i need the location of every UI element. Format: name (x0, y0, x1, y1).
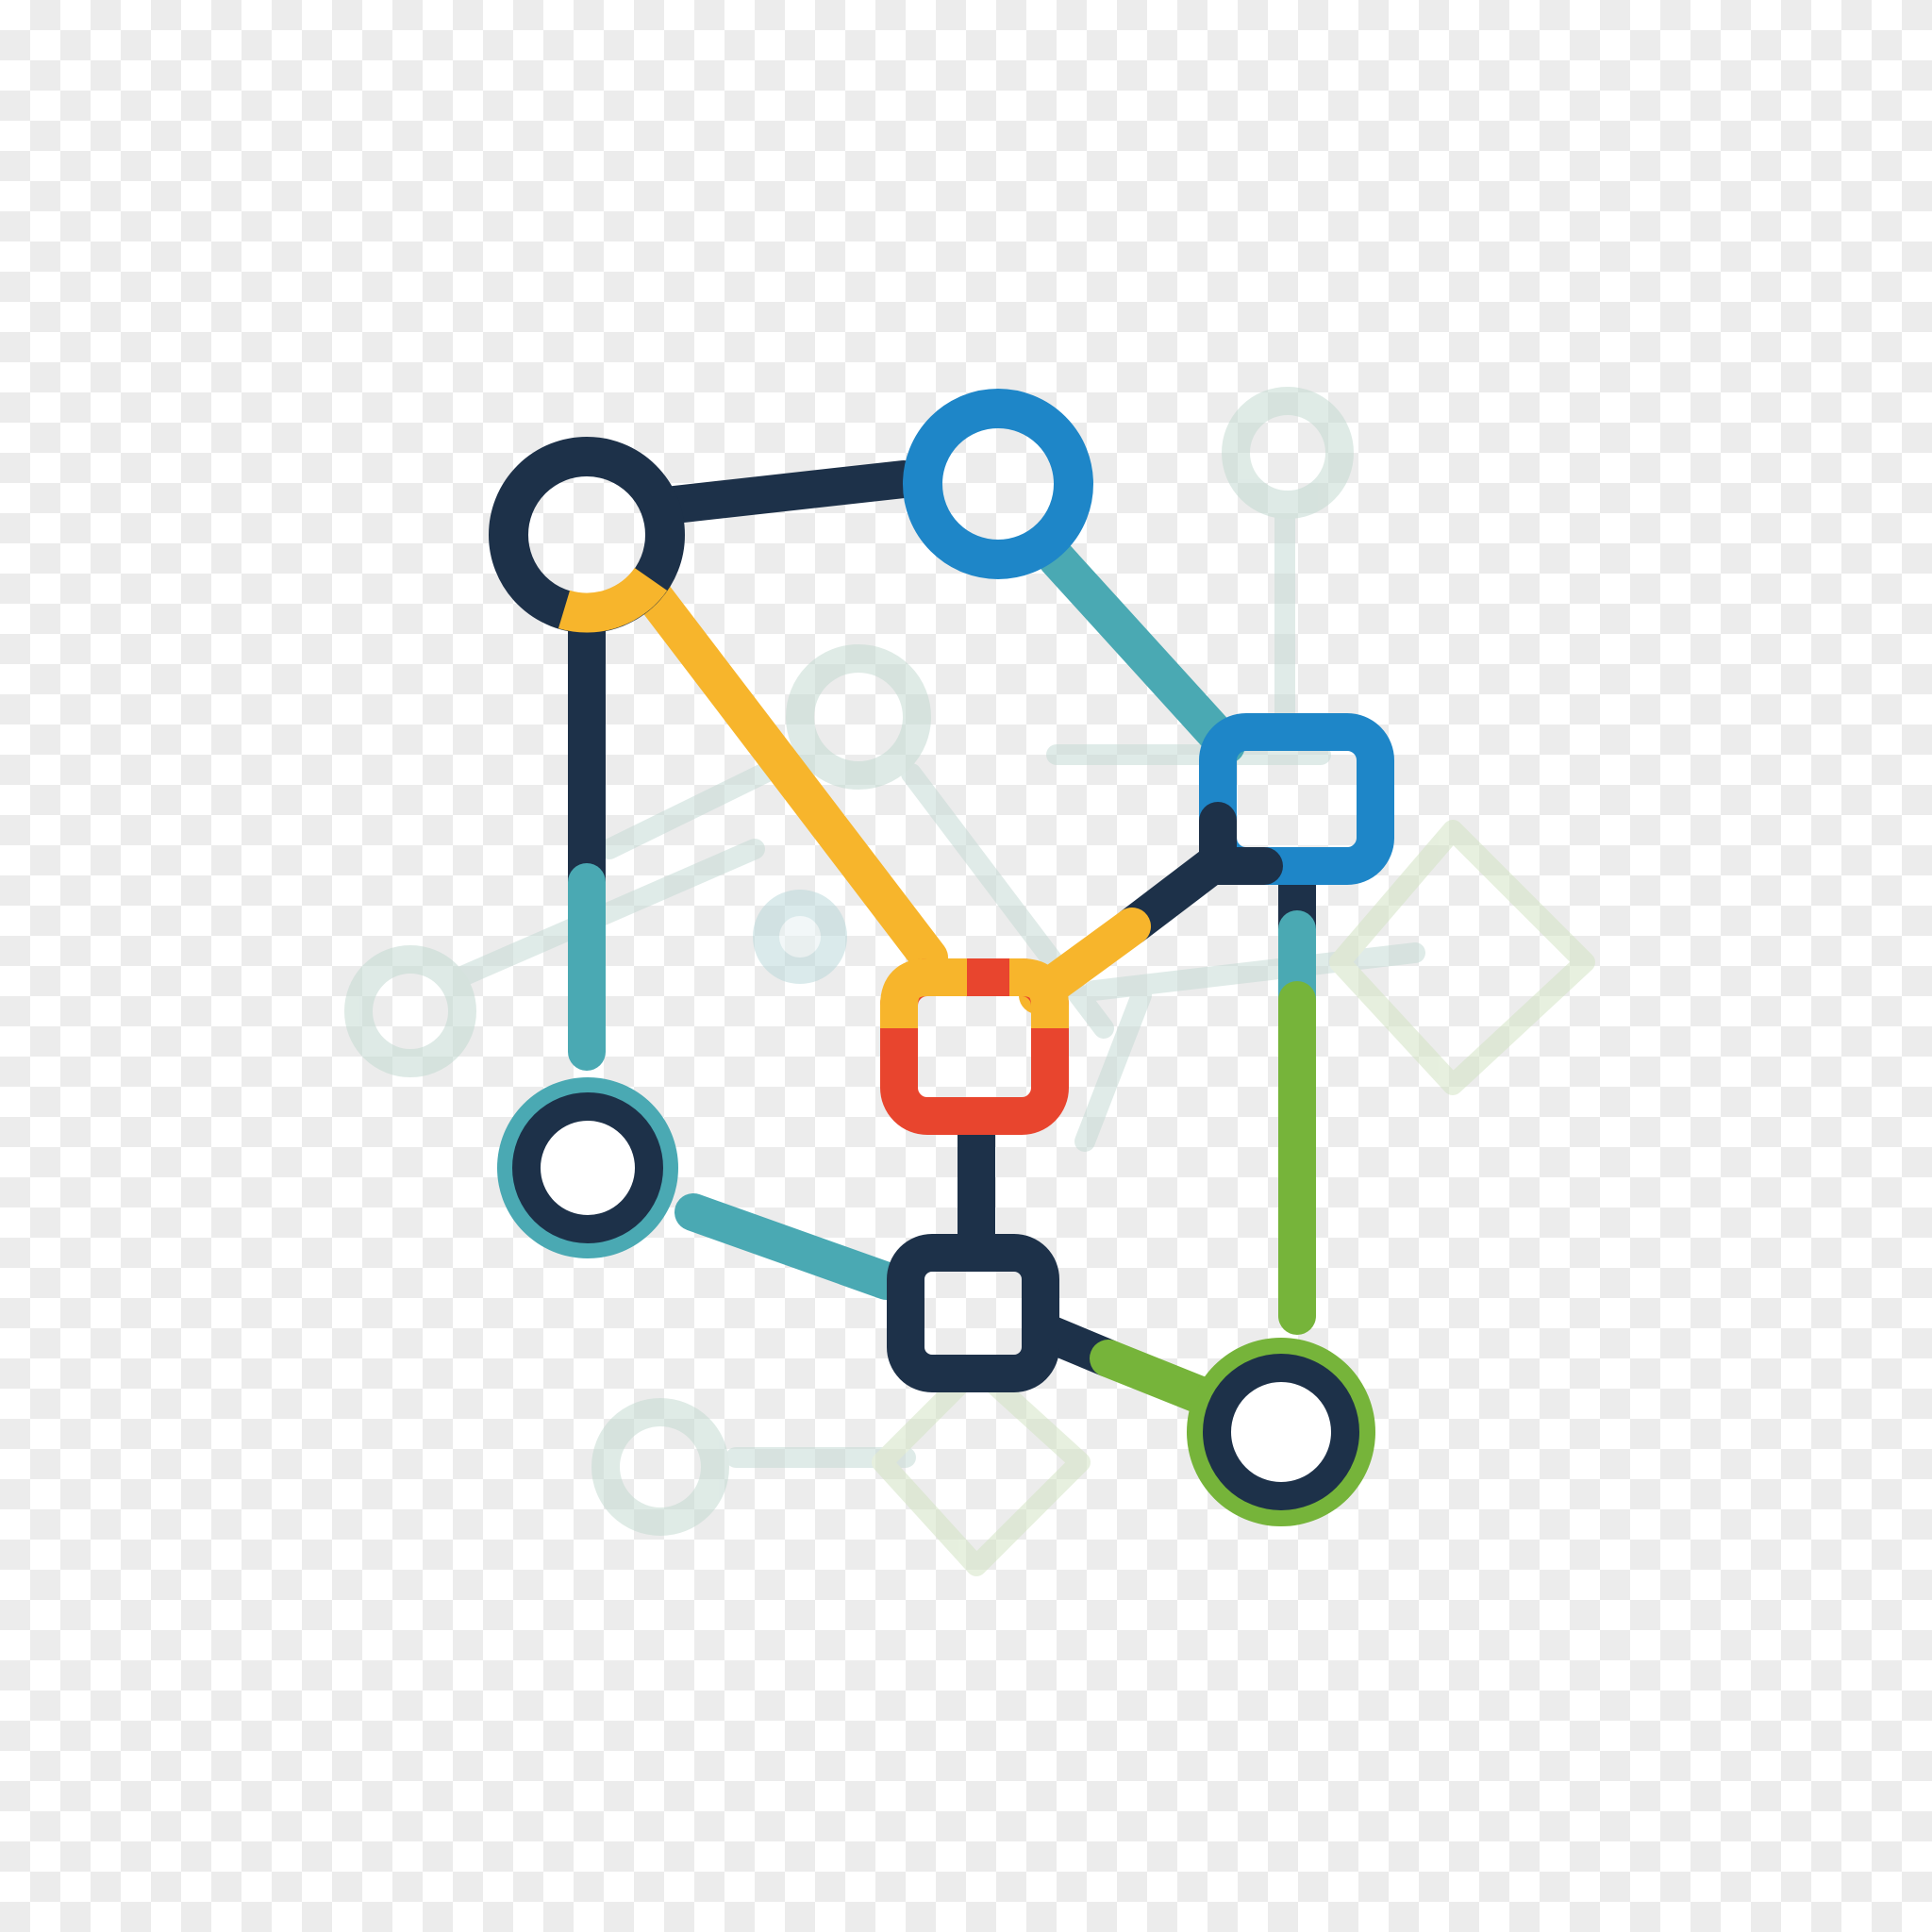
node-bottom-square (887, 1234, 1059, 1392)
node-bottom-right-circle (1187, 1338, 1375, 1526)
edge-bottom-square-to-bottom-right-green (1090, 1340, 1222, 1415)
node-top-left-circle (489, 437, 685, 633)
faded-edge (452, 499, 1425, 1468)
faded-node-circle (344, 387, 1354, 1536)
edge-top-left-to-center-yellow (632, 574, 948, 976)
node-left-lower-circle (497, 1077, 678, 1258)
node-top-mid-circle (903, 389, 1093, 579)
edge-left-lower-to-bottom-square (675, 1193, 906, 1300)
node-right-square (1199, 713, 1394, 885)
faded-diamond (872, 820, 1595, 1576)
edge-top-left-to-top-mid (656, 460, 923, 524)
node-center-square (880, 958, 1069, 1135)
edge-top-mid-to-right-square (1038, 540, 1245, 764)
